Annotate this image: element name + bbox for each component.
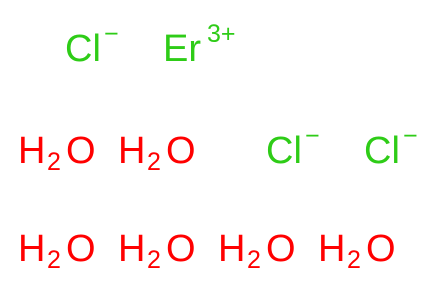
chloride-ion-1: Cl [65, 30, 101, 68]
chloride-charge: − [403, 122, 418, 150]
water-molecule: H [218, 230, 245, 268]
oxygen-symbol: O [166, 130, 196, 172]
hydrogen-symbol: H [318, 228, 346, 270]
oxygen-symbol: O [266, 228, 296, 270]
oxygen-symbol: O [66, 228, 96, 270]
oxygen-symbol: O [66, 130, 96, 172]
oxygen-symbol: O [166, 228, 196, 270]
chloride-symbol: Cl [65, 28, 101, 70]
hydrogen-symbol: H [118, 130, 146, 172]
hydrogen-symbol: H [118, 228, 146, 270]
hydrogen-count: 2 [347, 246, 361, 274]
erbium-charge: 3+ [207, 20, 236, 48]
hydrogen-symbol: H [18, 130, 46, 172]
hydrogen-count: 2 [247, 246, 261, 274]
hydrogen-symbol: H [218, 228, 246, 270]
hydrogen-count: 2 [147, 246, 161, 274]
water-molecule: H [118, 132, 145, 170]
chloride-charge: − [305, 122, 320, 150]
erbium-symbol: Er [163, 28, 201, 70]
chloride-ion-2: Cl [266, 132, 302, 170]
chloride-symbol: Cl [266, 130, 302, 172]
water-molecule: H [118, 230, 145, 268]
chloride-ion-3: Cl [364, 132, 400, 170]
water-molecule: H [18, 230, 45, 268]
hydrogen-count: 2 [47, 148, 61, 176]
chloride-symbol: Cl [364, 130, 400, 172]
chloride-charge: − [104, 20, 119, 48]
oxygen-symbol: O [366, 228, 396, 270]
hydrogen-count: 2 [47, 246, 61, 274]
erbium-ion: Er [163, 30, 201, 68]
hydrogen-symbol: H [18, 228, 46, 270]
hydrogen-count: 2 [147, 148, 161, 176]
water-molecule: H [18, 132, 45, 170]
water-molecule: H [318, 230, 345, 268]
